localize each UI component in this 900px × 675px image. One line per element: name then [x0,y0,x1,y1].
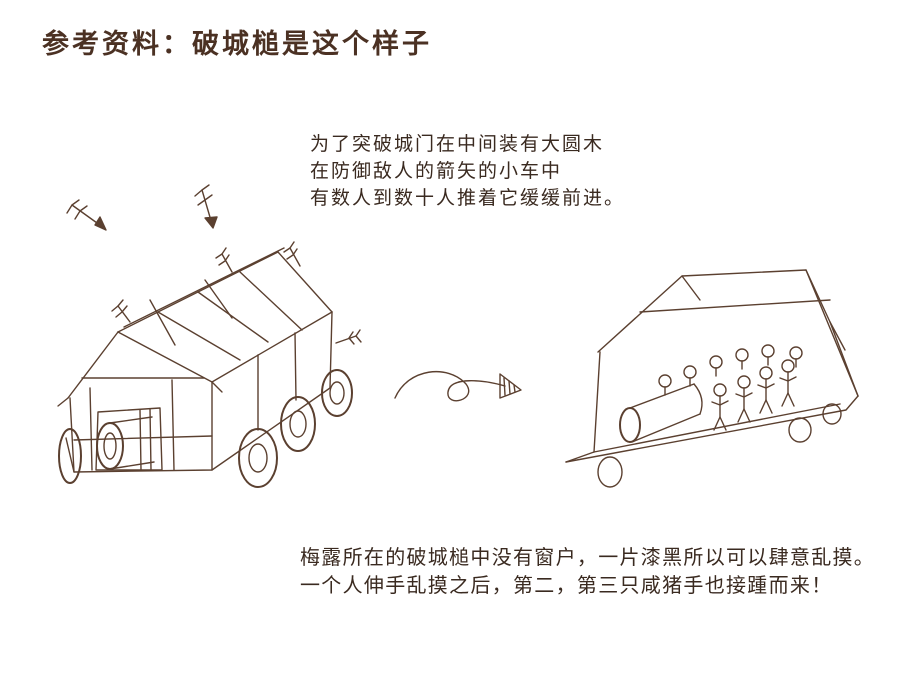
stuck-arrow-icon [283,241,301,267]
stuck-arrow-icon [215,247,233,273]
cutaway-wheel [788,417,812,443]
soldier-figure [735,348,749,370]
description-line-3: 有数人到数十人推着它缓缓前进。 [310,187,626,209]
wheel-right-3 [321,369,353,417]
flying-arrow-icon [66,199,107,231]
story-line-2: 一个人伸手乱摸之后，第二，第三只咸猪手也接踵而来！ [300,573,833,597]
soldier-figure [779,359,797,407]
battering-ram-cutaway-sketch [565,269,859,488]
cart-roof [57,247,333,407]
soldier-figure [683,365,697,387]
cutaway-wheel [822,403,842,425]
transition-arrow-icon [394,370,522,402]
soldier-figure [711,383,729,431]
soldier-figure [658,374,672,396]
battering-ram-description: 为了突破城门在中间装有大圆木 在防御敌人的箭矢的小车中 有数人到数十人推着它缓缓… [310,131,625,212]
wheel-right-1 [238,428,278,488]
soldiers-back-row [658,344,803,396]
description-line-1: 为了突破城门在中间装有大圆木 [310,133,605,155]
flying-arrow-icon [194,184,218,229]
cutaway-shell [565,269,859,463]
wheel-front-left [58,428,82,484]
cutaway-wheel [597,456,623,488]
story-caption: 梅露所在的破城槌中没有窗户，一片漆黑所以可以肆意乱摸。 一个人伸手乱摸之后，第二… [300,543,875,599]
battering-log [96,416,155,470]
cart-wheels [58,369,353,488]
stuck-arrow-icon [335,329,362,345]
cutaway-wheels [597,403,842,488]
cutaway-log [619,383,703,443]
soldier-figure [757,366,775,414]
soldier-figure [789,346,803,368]
cart-body [69,311,333,473]
story-line-1: 梅露所在的破城槌中没有窗户，一片漆黑所以可以肆意乱摸。 [300,545,876,569]
battering-ram-cart-sketch [57,184,362,488]
soldier-figure [709,355,723,377]
soldier-figure [761,344,775,366]
page-title: 参考资料：破城槌是这个样子 [42,29,432,60]
description-line-2: 在防御敌人的箭矢的小车中 [310,160,563,182]
soldier-figure [735,375,753,423]
stuck-arrow-icon [111,299,131,323]
soldiers-front-row [711,359,797,431]
wheel-right-2 [280,396,316,452]
